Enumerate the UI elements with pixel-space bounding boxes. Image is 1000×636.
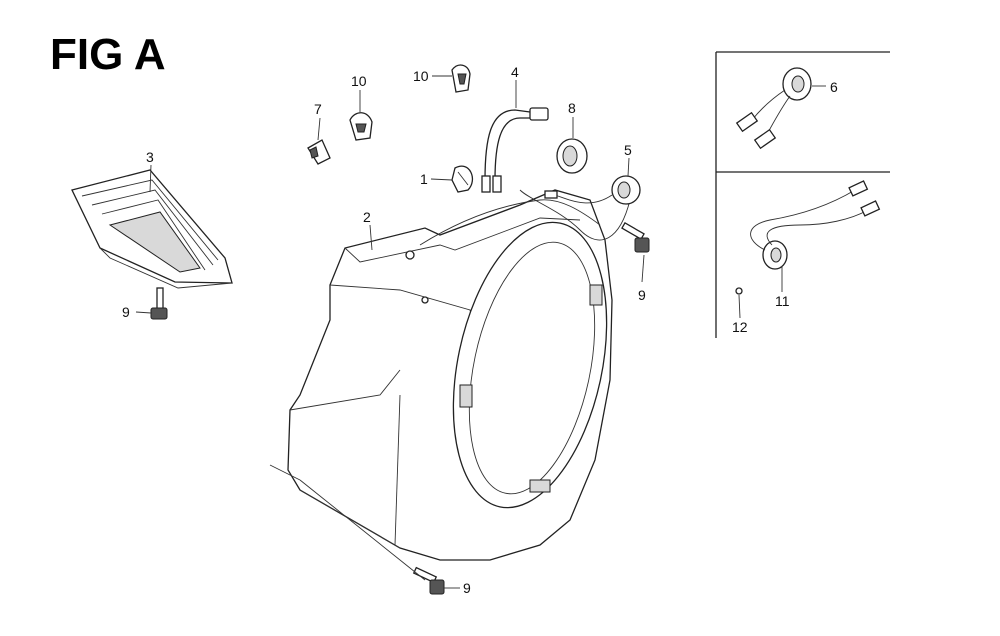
callout-9-right: 9 — [638, 287, 646, 303]
callout-7: 7 — [314, 101, 322, 117]
callout-10-b: 10 — [413, 68, 429, 84]
callout-2: 2 — [363, 209, 371, 225]
part-3-shroud-cover — [71, 169, 233, 289]
part-10-clip-a — [349, 112, 373, 141]
callout-6: 6 — [830, 79, 838, 95]
part-2-fan-shroud — [269, 189, 613, 581]
part-9-bolt-left — [150, 287, 168, 320]
part-10-clip-b — [451, 64, 471, 93]
callout-4: 4 — [511, 64, 519, 80]
part-6-sensor-assembly — [735, 67, 812, 150]
callout-11: 11 — [775, 293, 790, 309]
part-8-grommet — [556, 138, 588, 174]
part-4-wire-lead — [481, 107, 631, 241]
part-9-bolt-bottom — [412, 566, 445, 595]
inset-panels — [715, 51, 890, 338]
part-9-bolt-right — [621, 222, 650, 253]
part-1-clamp — [451, 165, 473, 193]
callout-9-left: 9 — [122, 304, 130, 320]
leader-lines — [135, 75, 826, 589]
callout-12: 12 — [732, 319, 748, 335]
part-12-washer — [735, 287, 743, 295]
callout-10-a: 10 — [351, 73, 367, 89]
callout-9-bottom: 9 — [463, 580, 471, 596]
part-7-clip — [307, 139, 331, 165]
figure-title: FIG A — [50, 30, 166, 79]
part-5-oil-sensor — [544, 175, 641, 205]
callout-5: 5 — [624, 142, 632, 158]
part-11-sensor-assembly — [750, 180, 881, 270]
callout-labels: 1 2 3 4 5 6 7 8 9 9 9 10 10 11 12 — [122, 64, 838, 596]
callout-1: 1 — [420, 171, 428, 187]
callout-8: 8 — [568, 100, 576, 116]
callout-3: 3 — [146, 149, 154, 165]
